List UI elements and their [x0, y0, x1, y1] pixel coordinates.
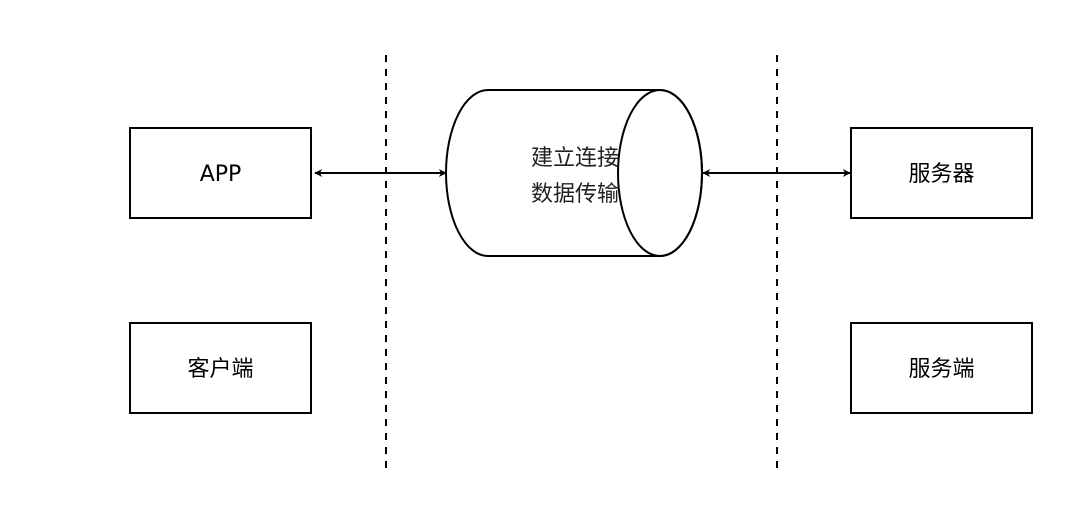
client-label: 客户端: [187, 357, 253, 382]
app-box[interactable]: APP: [129, 127, 312, 219]
server-label: 服务器: [908, 162, 974, 187]
server-box[interactable]: 服务器: [850, 127, 1033, 219]
client-box[interactable]: 客户端: [129, 322, 312, 414]
channel-label-line1: 建立连接: [531, 146, 619, 171]
server-side-label: 服务端: [908, 357, 974, 382]
app-label: APP: [200, 162, 242, 187]
channel-cylinder[interactable]: 建立连接 数据传输: [445, 89, 703, 257]
channel-label-line2: 数据传输: [531, 182, 619, 207]
server-side-box[interactable]: 服务端: [850, 322, 1033, 414]
